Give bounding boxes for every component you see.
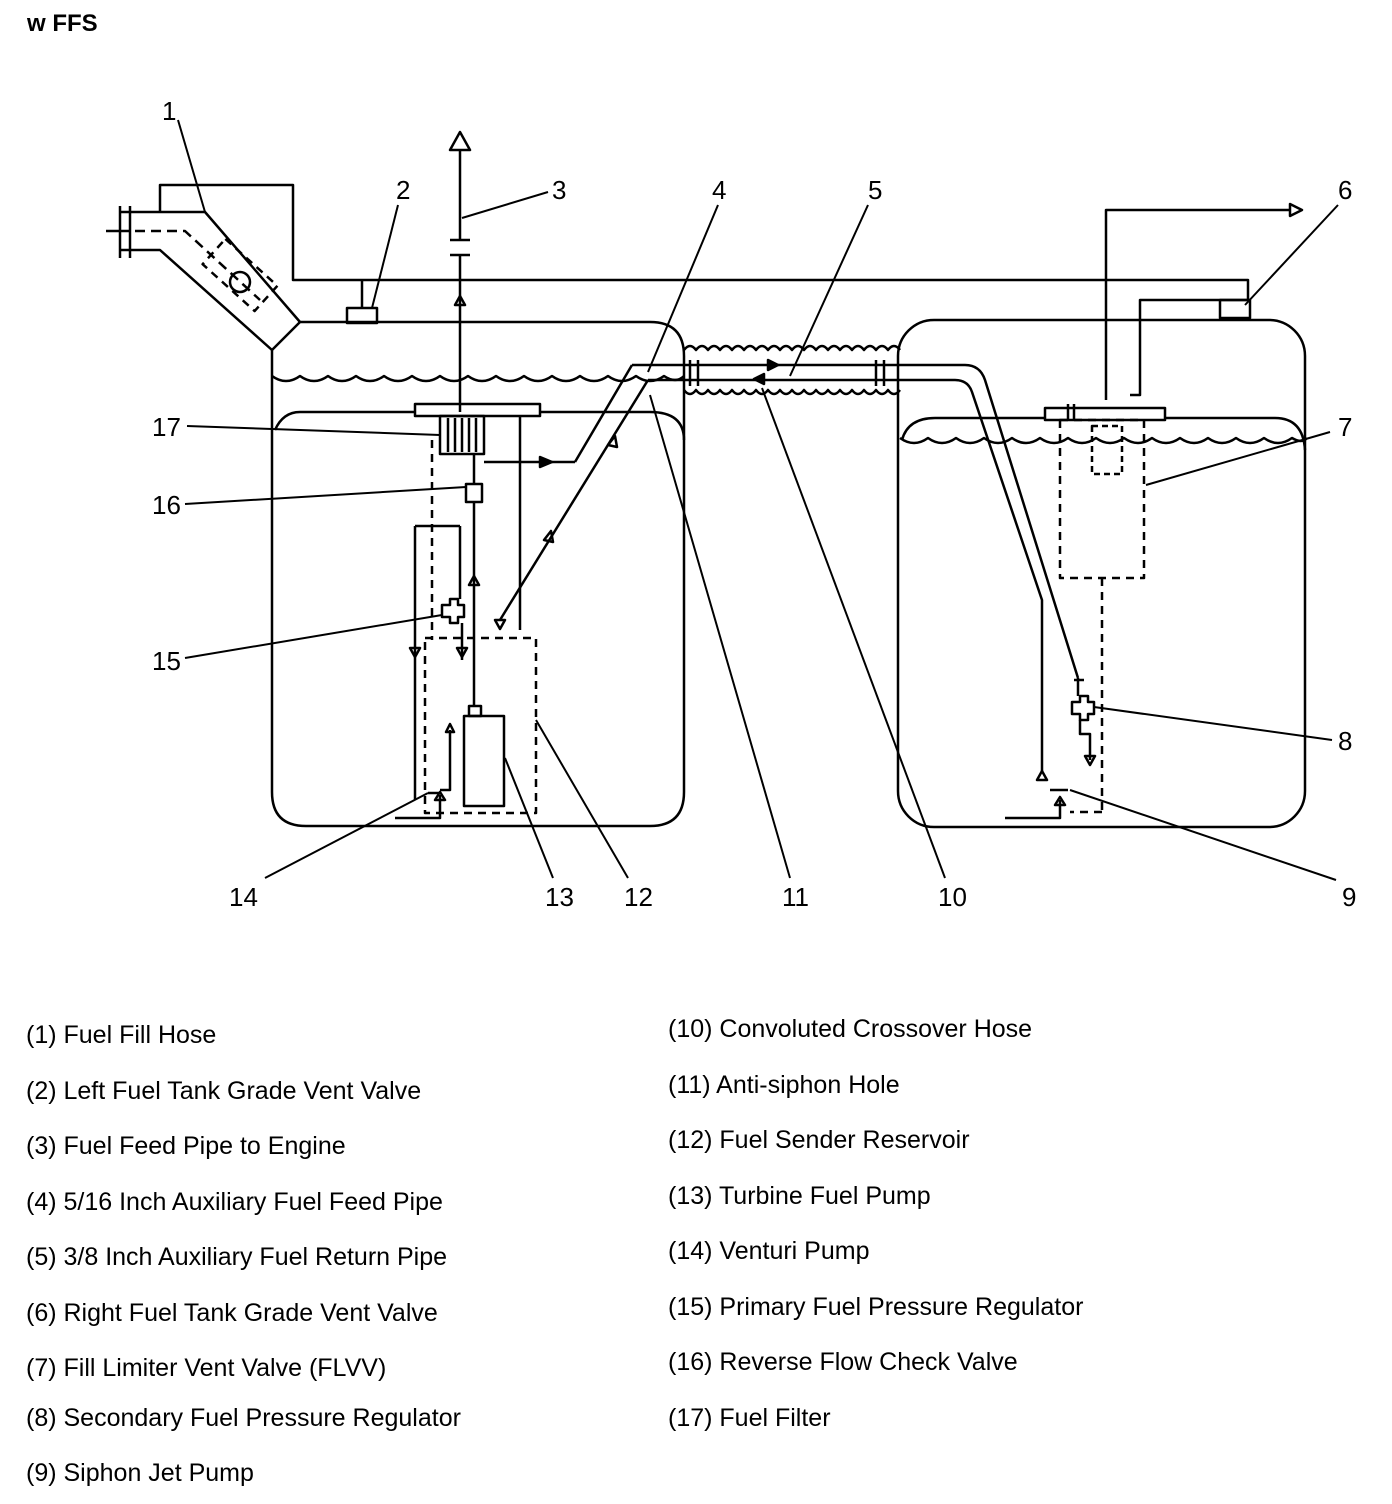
legend-item: (7) Fill Limiter Vent Valve (FLVV): [26, 1354, 387, 1382]
legend-item: (12) Fuel Sender Reservoir: [668, 1126, 970, 1154]
fuel-feed-pipe-to-engine: [448, 130, 472, 412]
primary-fuel-pressure-regulator: [440, 597, 466, 625]
callout-5: 5: [868, 175, 882, 205]
fuel-fill-hose: [106, 183, 1252, 397]
legend-item: (6) Right Fuel Tank Grade Vent Valve: [26, 1299, 438, 1327]
siphon-jet-pump: [1005, 769, 1068, 820]
left-fuel-tank: [270, 320, 686, 828]
legend-item: (16) Reverse Flow Check Valve: [668, 1348, 1018, 1376]
callout-9: 9: [1342, 882, 1356, 912]
legend-item: (15) Primary Fuel Pressure Regulator: [668, 1293, 1084, 1321]
legend-item: (13) Turbine Fuel Pump: [668, 1182, 931, 1210]
venturi-pump: [395, 722, 456, 820]
legend-item: (3) Fuel Feed Pipe to Engine: [26, 1132, 346, 1160]
fuel-sender-reservoir: [423, 636, 538, 815]
callout-16: 16: [152, 490, 181, 520]
callout-15: 15: [152, 646, 181, 676]
fuel-system-diagram: 1 2 3 4 5 6 7 8 9 10 11 12 13 14 15 16 1…: [106, 96, 1356, 912]
fuel-filter: [413, 364, 634, 469]
legend-item: (9) Siphon Jet Pump: [26, 1459, 254, 1487]
callout-10: 10: [938, 882, 967, 912]
legend-item: (4) 5/16 Inch Auxiliary Fuel Feed Pipe: [26, 1188, 443, 1216]
turbine-fuel-pump: [462, 714, 506, 808]
callout-8: 8: [1338, 726, 1352, 756]
legend-item: (1) Fuel Fill Hose: [26, 1021, 217, 1049]
legend-item: (17) Fuel Filter: [668, 1404, 831, 1432]
legend-item: (2) Left Fuel Tank Grade Vent Valve: [26, 1077, 422, 1105]
callout-12: 12: [624, 882, 653, 912]
callout-13: 13: [545, 882, 574, 912]
callout-3: 3: [552, 175, 566, 205]
leader-lines: [177, 119, 1339, 881]
legend-item: (8) Secondary Fuel Pressure Regulator: [26, 1404, 461, 1432]
right-fuel-tank: [896, 318, 1308, 829]
callout-7: 7: [1338, 412, 1352, 442]
legend-item: (5) 3/8 Inch Auxiliary Fuel Return Pipe: [26, 1243, 448, 1271]
callout-1: 1: [162, 96, 176, 126]
secondary-fuel-pressure-regulator: [1070, 694, 1096, 722]
callout-17: 17: [152, 412, 181, 442]
crossover-hose: [632, 344, 1080, 772]
legend-item: (11) Anti-siphon Hole: [668, 1071, 900, 1099]
callout-2: 2: [396, 175, 410, 205]
callout-4: 4: [712, 175, 726, 205]
page-title: w FFS: [27, 10, 98, 37]
fill-limiter-vent-valve: [1043, 202, 1304, 814]
callout-14: 14: [229, 882, 258, 912]
legend-item: (14) Venturi Pump: [668, 1237, 870, 1265]
callout-11: 11: [782, 882, 809, 912]
legend-item: (10) Convoluted Crossover Hose: [668, 1015, 1033, 1043]
reverse-flow-check-valve: [464, 482, 484, 504]
callout-6: 6: [1338, 175, 1352, 205]
